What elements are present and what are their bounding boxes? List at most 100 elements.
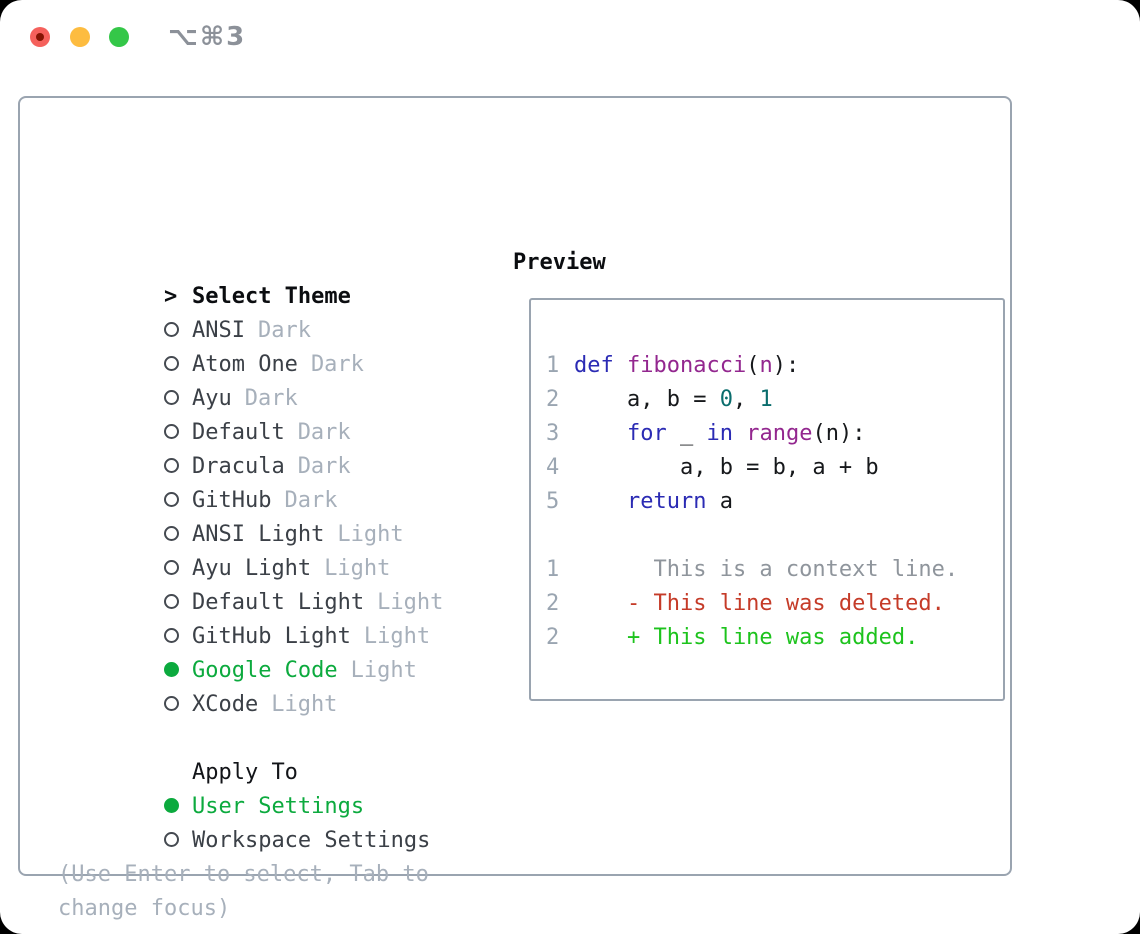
line-number: 5 xyxy=(546,489,560,514)
theme-name: XCode xyxy=(191,692,259,717)
theme-option-ayu-dark[interactable]: Ayu Dark xyxy=(58,348,443,411)
spacer-row xyxy=(546,519,958,553)
theme-option-xcode-light[interactable]: XCode Light xyxy=(58,654,443,717)
apply-to-title: Apply To xyxy=(191,760,298,785)
code-text xyxy=(574,489,627,514)
theme-option-github-light[interactable]: GitHub Light Light xyxy=(58,586,443,649)
radio-icon xyxy=(163,424,179,439)
theme-option-ansi-dark[interactable]: ANSI Dark xyxy=(58,280,443,343)
code-line: 4 a, b = b, a + b xyxy=(546,451,958,485)
theme-variant: Light xyxy=(324,556,391,581)
diff-context-line: 1 This is a context line. xyxy=(546,553,958,587)
code-line: 2 a, b = 0, 1 xyxy=(546,383,958,417)
theme-name: GitHub xyxy=(191,488,272,513)
radio-icon xyxy=(163,322,179,337)
line-number: 1 xyxy=(546,353,560,378)
theme-variant: Dark xyxy=(297,454,351,479)
code-keyword: def xyxy=(574,353,614,378)
theme-variant: Light xyxy=(337,522,404,547)
code-text xyxy=(574,421,627,446)
radio-selected-icon xyxy=(163,798,179,813)
code-line: 3 for _ in range(n): xyxy=(546,417,958,451)
radio-icon xyxy=(163,492,179,507)
apply-option-workspace-settings[interactable]: Workspace Settings xyxy=(58,790,443,853)
zoom-button[interactable] xyxy=(109,27,129,47)
theme-name: ANSI Light xyxy=(191,522,325,547)
line-number: 2 xyxy=(546,625,560,650)
radio-icon xyxy=(163,526,179,541)
theme-option-default-dark[interactable]: Default Dark xyxy=(58,382,443,445)
code-number: 0 xyxy=(719,387,733,412)
theme-variant: Light xyxy=(377,590,444,615)
code-text: , xyxy=(732,387,760,412)
theme-variant: Light xyxy=(350,658,417,683)
theme-name-selected: Google Code xyxy=(191,658,338,683)
theme-option-atom-one-dark[interactable]: Atom One Dark xyxy=(58,314,443,377)
code-function: fibonacci xyxy=(627,353,747,378)
code-keyword: for xyxy=(626,421,667,446)
radio-icon xyxy=(163,560,179,575)
theme-list-header: >Select Theme xyxy=(58,246,443,309)
theme-variant: Dark xyxy=(244,386,298,411)
close-dot-icon xyxy=(36,33,44,41)
radio-icon xyxy=(163,390,179,405)
diff-context-text: This is a context line. xyxy=(574,557,959,582)
theme-variant: Dark xyxy=(257,318,311,343)
code-text: a, b = xyxy=(574,387,720,412)
window-title: ⌥⌘3 xyxy=(168,22,247,52)
theme-option-github-dark[interactable]: GitHub Dark xyxy=(58,450,443,513)
theme-name: Atom One xyxy=(191,352,298,377)
code-text: ): xyxy=(772,353,800,378)
theme-variant: Light xyxy=(363,624,431,649)
theme-name: Default xyxy=(191,420,285,445)
theme-name: Ayu Light xyxy=(191,556,312,581)
radio-icon xyxy=(163,458,179,473)
theme-option-google-code-light[interactable]: Google Code Light xyxy=(58,620,443,683)
line-number: 2 xyxy=(546,591,560,616)
theme-option-ayu-light[interactable]: Ayu Light Light xyxy=(58,518,443,581)
apply-to-header: Apply To xyxy=(58,722,443,785)
code-function: range xyxy=(746,421,813,446)
close-button[interactable] xyxy=(30,27,50,47)
code-text xyxy=(733,421,746,446)
theme-name: Default Light xyxy=(191,590,365,615)
theme-name: Dracula xyxy=(191,454,285,479)
theme-option-default-light[interactable]: Default Light Light xyxy=(58,552,443,615)
code-text: a xyxy=(706,489,733,514)
radio-icon xyxy=(163,832,179,847)
diff-deleted-line: 2 - This line was deleted. xyxy=(546,587,958,621)
code-keyword: return xyxy=(626,489,707,514)
preview-panel: 1 def fibonacci (n): 2 a, b = 0, 1 3 for _… xyxy=(529,298,1005,701)
line-number: 1 xyxy=(546,557,560,582)
code-keyword: in xyxy=(706,421,733,446)
apply-option-user-settings[interactable]: User Settings xyxy=(58,756,443,819)
radio-icon xyxy=(163,696,179,711)
apply-option-label: User Settings xyxy=(191,794,365,819)
preview-title: Preview xyxy=(513,250,606,275)
theme-variant: Dark xyxy=(297,420,351,445)
theme-variant: Dark xyxy=(284,488,338,513)
code-preview: 1 def fibonacci (n): 2 a, b = 0, 1 3 for _… xyxy=(546,349,958,655)
theme-name: Ayu xyxy=(191,386,232,411)
code-line: 5 return a xyxy=(546,485,958,519)
line-number: 3 xyxy=(546,421,560,446)
line-number: 2 xyxy=(546,387,560,412)
code-text: (n): xyxy=(812,421,866,446)
code-text: ( xyxy=(746,353,760,378)
theme-name: GitHub Light xyxy=(191,624,351,649)
code-number: 1 xyxy=(759,387,773,412)
hint-line-1: (Use Enter to select, Tab to xyxy=(58,862,429,887)
theme-option-ansi-light[interactable]: ANSI Light Light xyxy=(58,484,443,547)
code-text xyxy=(614,353,627,378)
diff-deleted-text: - This line was deleted. xyxy=(574,591,945,616)
theme-name: ANSI xyxy=(191,318,245,343)
radio-selected-icon xyxy=(163,662,179,677)
minimize-button[interactable] xyxy=(70,27,90,47)
code-text: a, b = b, a + b xyxy=(574,455,879,480)
theme-option-dracula-dark[interactable]: Dracula Dark xyxy=(58,416,443,479)
theme-variant: Dark xyxy=(310,352,364,377)
radio-icon xyxy=(163,356,179,371)
